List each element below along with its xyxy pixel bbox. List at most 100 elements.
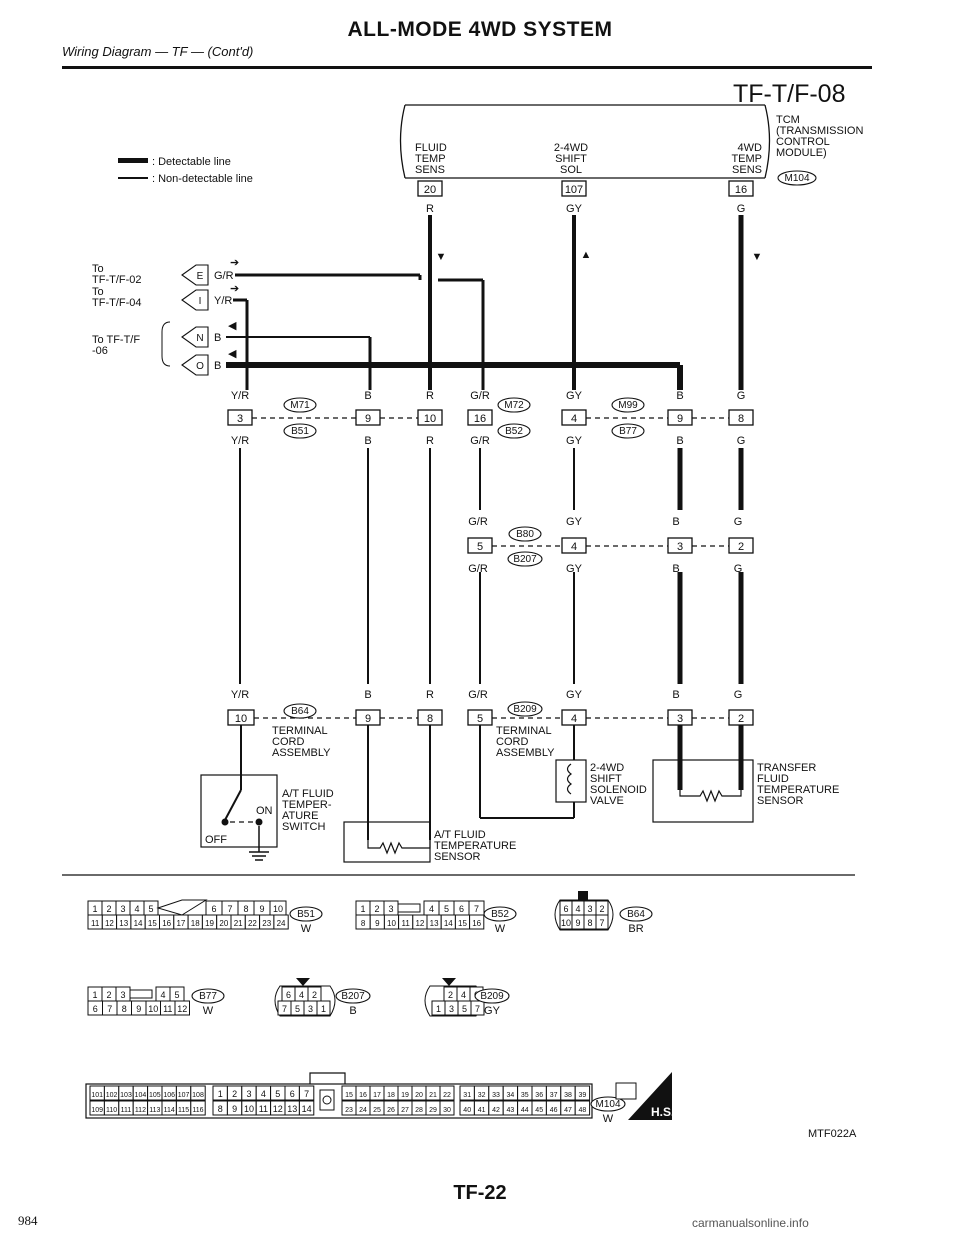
pin-number: 8 (361, 919, 366, 928)
pin-number: 30 (443, 1107, 451, 1114)
pin-number: 42 (492, 1107, 500, 1114)
pin-number: 7 (304, 1089, 309, 1099)
connector-id-oval (335, 988, 371, 1004)
pin-number: 115 (178, 1107, 189, 1114)
svg-text:4: 4 (571, 413, 577, 425)
ref3-target: -06 (92, 345, 108, 357)
pin-number: 1 (436, 1004, 441, 1014)
tcm-wire-color-r: R (426, 203, 434, 215)
svg-text:SOLENOID: SOLENOID (590, 784, 647, 796)
connector-id: B209 (480, 991, 504, 1002)
svg-text:M71: M71 (290, 400, 310, 411)
hs-label: H.S. (651, 1105, 674, 1119)
svg-text:G/R: G/R (470, 390, 490, 402)
svg-text:9: 9 (365, 713, 371, 725)
pin-number: 21 (234, 919, 243, 928)
pin-number: 4 (461, 990, 466, 1000)
connector-cell (174, 1000, 190, 1016)
svg-text:B52: B52 (505, 426, 523, 437)
pin-number: 13 (119, 919, 128, 928)
pin-number: 111 (121, 1107, 132, 1114)
pin-number: 31 (463, 1092, 471, 1099)
svg-text:TRANSFER: TRANSFER (757, 762, 816, 774)
pin-number: 5 (462, 1004, 467, 1014)
pin-number: 18 (191, 919, 200, 928)
svg-text:Y/R: Y/R (231, 689, 249, 701)
pin-number: 103 (120, 1092, 132, 1099)
junction-1: Y/R B R G/R GY B G 3 9 10 16 4 9 8 M71 B… (227, 390, 754, 447)
svg-text:B: B (672, 516, 679, 528)
svg-text:SENSOR: SENSOR (434, 851, 481, 863)
svg-text:A/T FLUID: A/T FLUID (282, 788, 334, 800)
switch-off-label: OFF (205, 834, 227, 846)
svg-text:G: G (737, 435, 746, 447)
pin-number: 7 (599, 918, 604, 928)
pin-number: 1 (321, 1004, 326, 1014)
connector-cell (190, 1100, 206, 1116)
svg-text:G: G (734, 689, 743, 701)
svg-text:FLUID: FLUID (757, 773, 789, 785)
svg-text:2: 2 (738, 713, 744, 725)
svg-text:4: 4 (571, 541, 577, 553)
tcm-t3-line2: TEMP (731, 153, 762, 165)
arrow-left-icon: ◀ (228, 320, 237, 332)
pin-number: 4 (261, 1089, 266, 1099)
pin-number: 2 (448, 990, 453, 1000)
pin-number: 8 (243, 904, 248, 914)
pin-number: 23 (262, 919, 271, 928)
pin-number: 29 (429, 1107, 437, 1114)
pin-number: 6 (459, 904, 464, 914)
pin-number: 2 (232, 1089, 237, 1099)
transfer-fluid-temp-sensor: TRANSFER FLUID TEMPERATURE SENSOR (652, 725, 839, 823)
tcm-pin-107: 107 (565, 184, 583, 196)
pin-number: 16 (472, 919, 481, 928)
svg-text:B51: B51 (291, 426, 309, 437)
bus-wires (245, 275, 683, 390)
connector-cell (298, 1100, 315, 1116)
ref3-label: To TF-T/F (92, 334, 140, 346)
pin-number: 35 (521, 1092, 529, 1099)
hs-connector-icon: H.S. (615, 1072, 674, 1120)
pin-number: 109 (91, 1107, 103, 1114)
pin-number: 47 (564, 1107, 572, 1114)
connector-cell (574, 1085, 591, 1101)
pin-number: 48 (579, 1107, 587, 1114)
tcm-name-4: MODULE) (776, 147, 827, 159)
pin-number: 10 (148, 1004, 158, 1014)
connector-id-oval (590, 1096, 626, 1112)
connector-cell (316, 1000, 331, 1016)
pin-number: 2 (106, 990, 111, 1000)
pin-number: 3 (246, 1089, 251, 1099)
pin-number: 23 (345, 1107, 353, 1114)
pin-number: 16 (162, 919, 171, 928)
pin-number: 5 (174, 990, 179, 1000)
pin-number: 7 (282, 1004, 287, 1014)
svg-text:ASSEMBLY: ASSEMBLY (496, 747, 555, 759)
pin-number: 5 (444, 904, 449, 914)
figure-code: MTF022A (808, 1128, 857, 1140)
pin-number: 36 (535, 1092, 543, 1099)
connector-color: GY (484, 1005, 501, 1017)
pin-number: 7 (227, 904, 232, 914)
pin-number: 6 (563, 904, 568, 914)
ref3-letter: N (196, 333, 203, 344)
svg-text:B: B (676, 390, 683, 402)
svg-text:G: G (734, 563, 743, 575)
pin-number: 11 (163, 1004, 172, 1014)
pin-number: 11 (259, 1104, 268, 1114)
svg-text:ASSEMBLY: ASSEMBLY (272, 747, 331, 759)
svg-text:5: 5 (477, 713, 483, 725)
pin-number: 110 (106, 1107, 117, 1114)
pin-number: 12 (273, 1104, 283, 1114)
connector-cell (273, 914, 289, 930)
pin-number: 4 (429, 904, 434, 914)
pin-number: 6 (290, 1089, 295, 1099)
ref2-color: Y/R (214, 295, 232, 307)
ref1-to: To (92, 263, 104, 275)
svg-text:A/T FLUID: A/T FLUID (434, 829, 486, 841)
pin-number: 44 (521, 1107, 529, 1114)
svg-text:GY: GY (566, 390, 583, 402)
